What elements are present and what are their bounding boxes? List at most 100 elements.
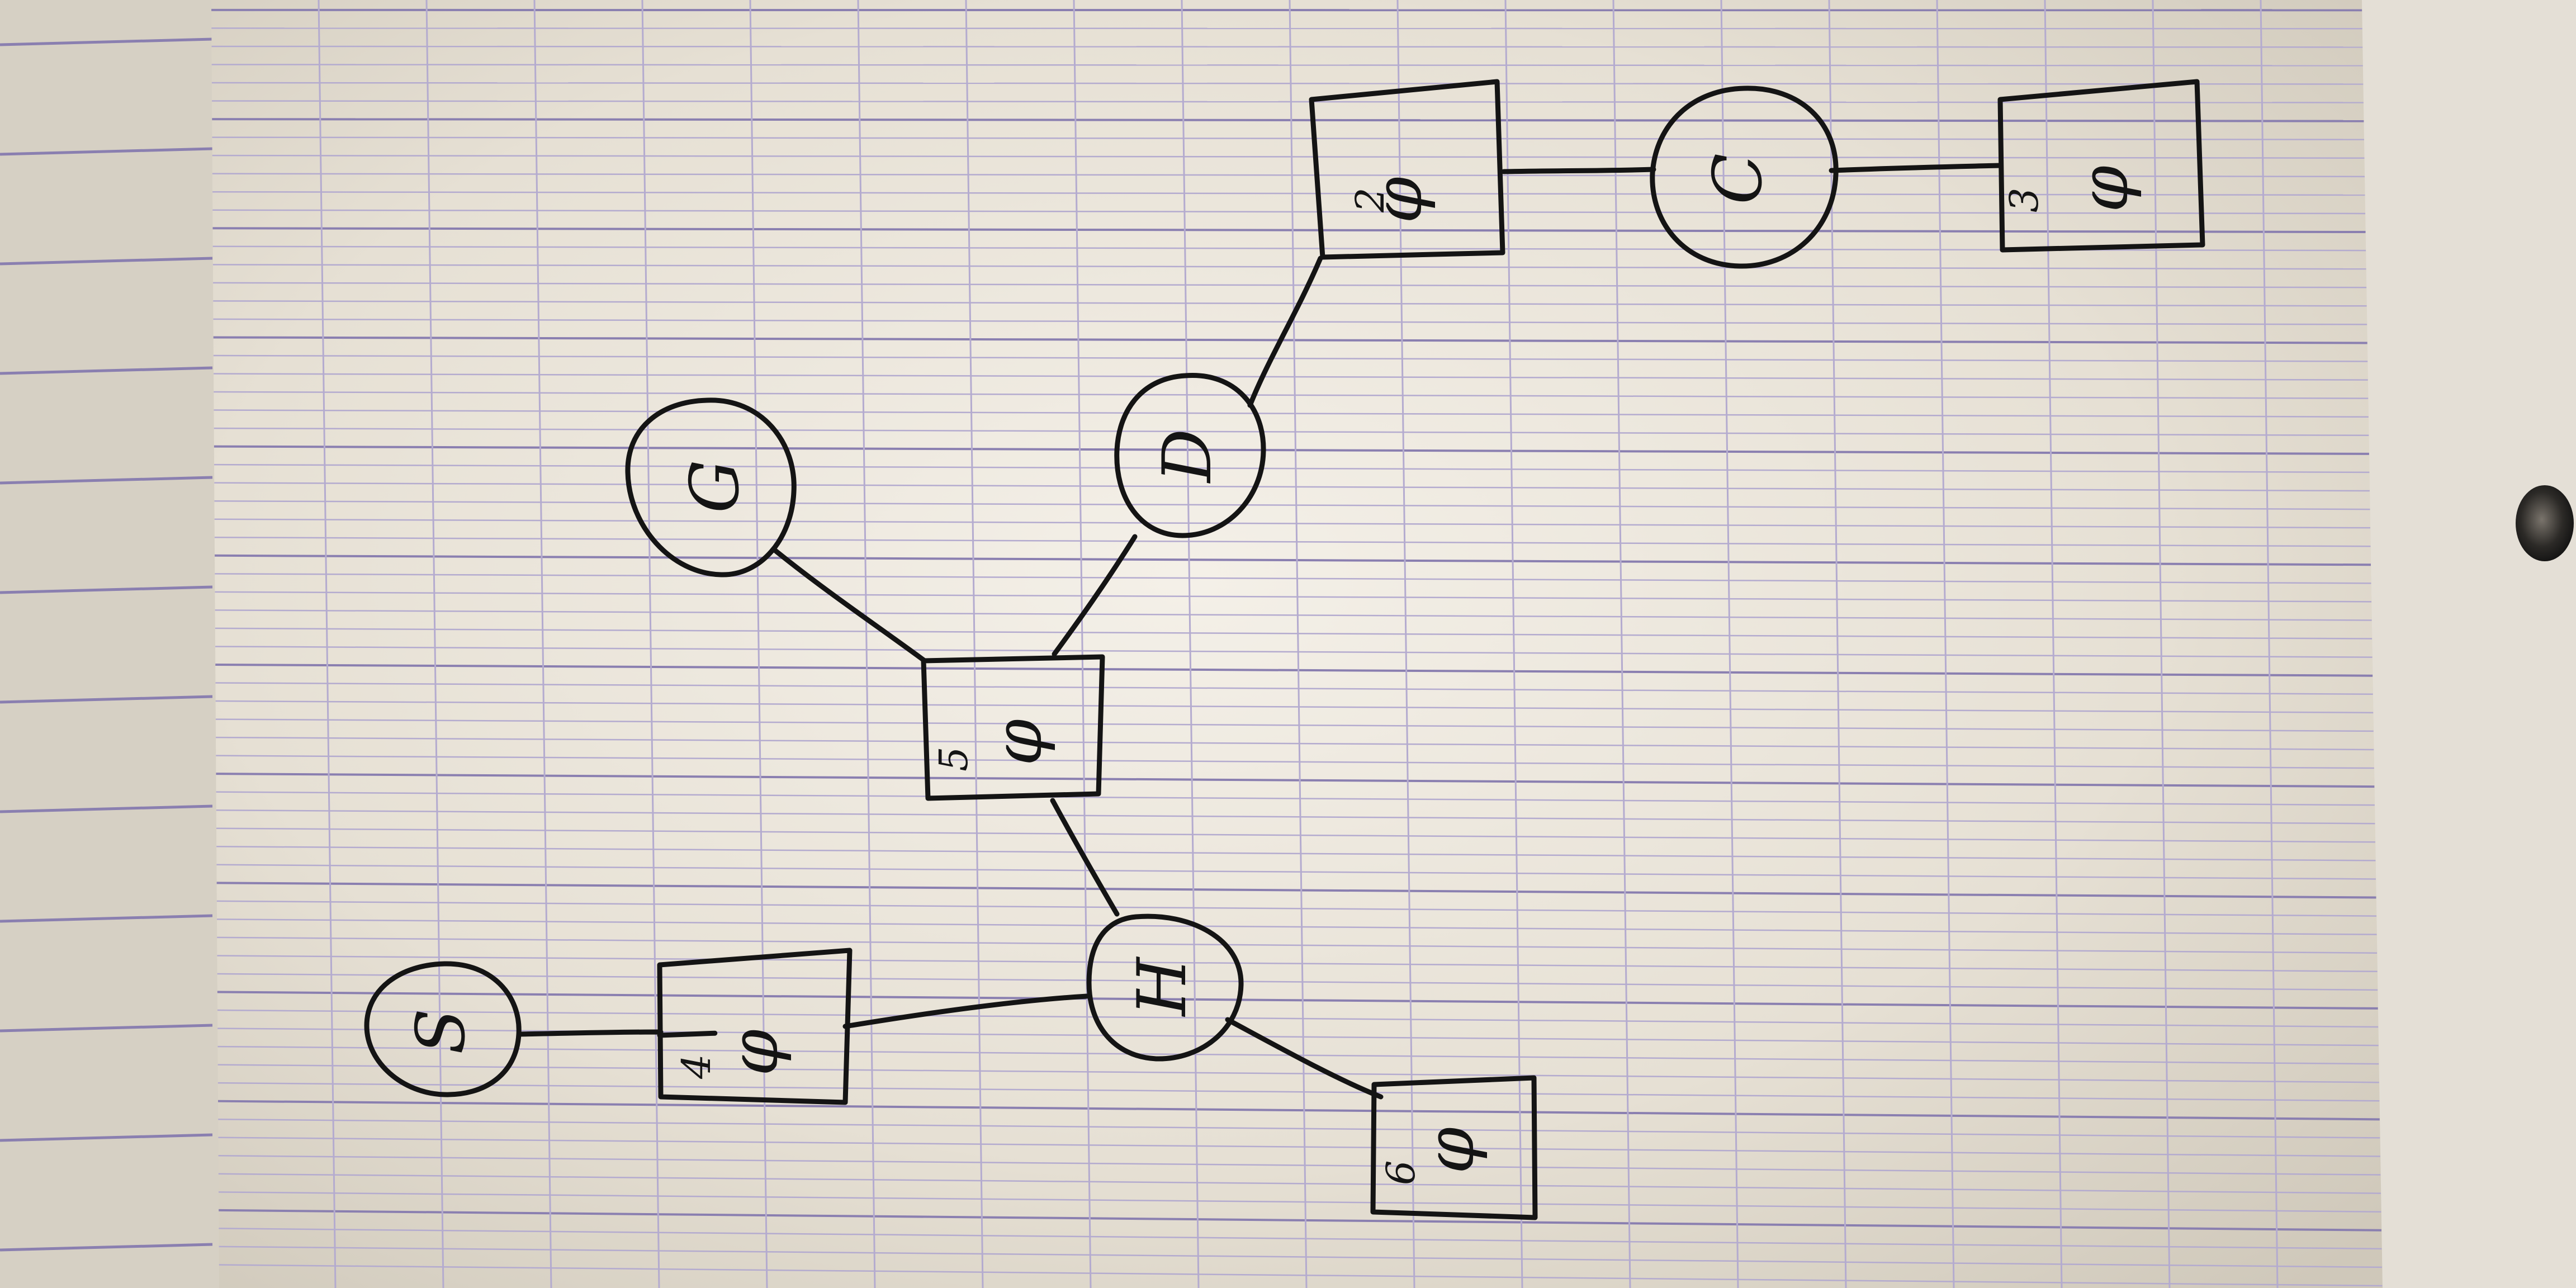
factor-node-phi2: φ 2: [1309, 79, 1505, 260]
variable-node-G: G: [625, 397, 797, 577]
grid-row-line: [212, 209, 2366, 215]
factor-nodes: φ 2 φ 3 φ 5 φ 4 φ 6: [657, 79, 2205, 1220]
variable-label: D: [1149, 429, 1227, 484]
grid-row-line: [214, 427, 2369, 437]
grid-row-line: [214, 482, 2370, 492]
edge-H-phi6: [1225, 1017, 1384, 1100]
grid-column-line: [318, 0, 337, 1288]
grid-column-line: [1720, 0, 1739, 1288]
edge-H-phi4: [842, 993, 1090, 1029]
grid-row-line: [213, 300, 2367, 307]
edge-D-phi5: [1052, 534, 1138, 657]
left-sheet-line: [0, 914, 213, 923]
grid-row-line: [217, 936, 2378, 954]
factor-symbol: φ: [1360, 177, 1437, 224]
grid-row-line: [219, 1264, 2383, 1287]
grid-row-line: [216, 736, 2374, 751]
grid-row-line: [211, 64, 2363, 67]
grid-column-line: [2044, 0, 2063, 1288]
edge-phi2-D: [1247, 255, 1323, 408]
left-sheet-line: [0, 1243, 213, 1252]
grid-column-line: [425, 0, 444, 1288]
grid-column-line: [641, 0, 660, 1288]
grid-row-line: [212, 191, 2365, 196]
grid-row-line: [211, 27, 2362, 30]
grid-column-line: [2152, 0, 2171, 1288]
factor-subscript: 6: [1378, 1160, 1424, 1185]
factor-symbol: φ: [716, 1029, 793, 1076]
grid-row-line: [216, 846, 2376, 861]
paper-grid-lines: [211, 0, 2383, 1288]
grid-row-line: [217, 1082, 2380, 1102]
left-sheet-line: [0, 257, 213, 266]
grid-row-line: [216, 773, 2375, 788]
variable-node-S: S: [364, 961, 522, 1097]
grid-row-line: [219, 1228, 2382, 1250]
grid-row-line: [216, 882, 2376, 899]
grid-row-line: [211, 82, 2364, 85]
grid-row-line: [214, 373, 2368, 381]
grid-row-line: [214, 391, 2369, 399]
factor-subscript: 2: [1347, 187, 1393, 213]
left-sheet-line: [0, 147, 213, 156]
grid-column-line: [965, 0, 984, 1288]
variable-label: C: [1699, 153, 1777, 205]
grid-row-line: [215, 682, 2373, 695]
grid-row-line: [217, 955, 2378, 973]
grid-row-line: [216, 900, 2377, 917]
grid-row-line: [212, 227, 2366, 234]
grid-row-line: [213, 336, 2367, 344]
variable-label: G: [676, 460, 754, 513]
paper-margin: [2362, 0, 2576, 1288]
grid-row-line: [214, 445, 2369, 455]
grid-row-line: [215, 718, 2374, 732]
grid-row-line: [215, 609, 2372, 621]
edge-C-phi3: [1829, 163, 2003, 173]
variable-node-H: H: [1086, 913, 1244, 1062]
grid-column-line: [1073, 0, 1092, 1288]
grid-row-line: [214, 518, 2370, 529]
left-paper-sheet: [0, 37, 213, 1252]
grid-row-line: [218, 1155, 2381, 1176]
grid-column-line: [857, 0, 876, 1288]
grid-row-line: [215, 573, 2371, 584]
grid-row-line: [216, 809, 2375, 825]
grid-row-line: [215, 700, 2374, 714]
left-sheet-line: [0, 37, 213, 46]
factor-symbol: φ: [2066, 165, 2143, 212]
factor-symbol: φ: [979, 719, 1057, 766]
left-sheet-line: [0, 1133, 213, 1142]
factor-symbol: φ: [1412, 1127, 1489, 1174]
grid-row-line: [219, 1246, 2383, 1268]
grid-row-line: [217, 918, 2377, 935]
grid-row-line: [215, 627, 2373, 640]
edge-phi4-S: [517, 1029, 718, 1038]
grid-column-line: [1828, 0, 1847, 1288]
grid-row-line: [212, 136, 2364, 140]
grid-row-line: [218, 1137, 2380, 1157]
grid-row-line: [215, 646, 2373, 658]
factor-subscript: 4: [674, 1054, 719, 1079]
grid-row-line: [217, 1064, 2379, 1083]
grid-row-line: [217, 1009, 2379, 1028]
grid-row-line: [214, 463, 2370, 473]
left-sheet-line: [0, 1024, 213, 1033]
grid-row-line: [212, 264, 2366, 270]
grid-row-line: [211, 45, 2363, 48]
grid-row-line: [213, 282, 2367, 288]
edge-phi5-H: [1050, 798, 1120, 917]
grid-row-line: [214, 500, 2370, 510]
grid-row-line: [216, 791, 2375, 806]
grid-row-line: [216, 827, 2375, 843]
factor-node-phi3: φ 3: [1997, 79, 2205, 253]
variable-label: S: [402, 1008, 480, 1054]
edge-G-phi5: [773, 548, 927, 664]
graph-edges: [517, 163, 2003, 1100]
grid-column-line: [533, 0, 552, 1288]
grid-row-line: [215, 554, 2371, 566]
grid-column-line: [749, 0, 768, 1288]
left-sheet-line: [0, 476, 213, 485]
grid-column-line: [1936, 0, 1955, 1288]
grid-row-line: [212, 100, 2364, 103]
